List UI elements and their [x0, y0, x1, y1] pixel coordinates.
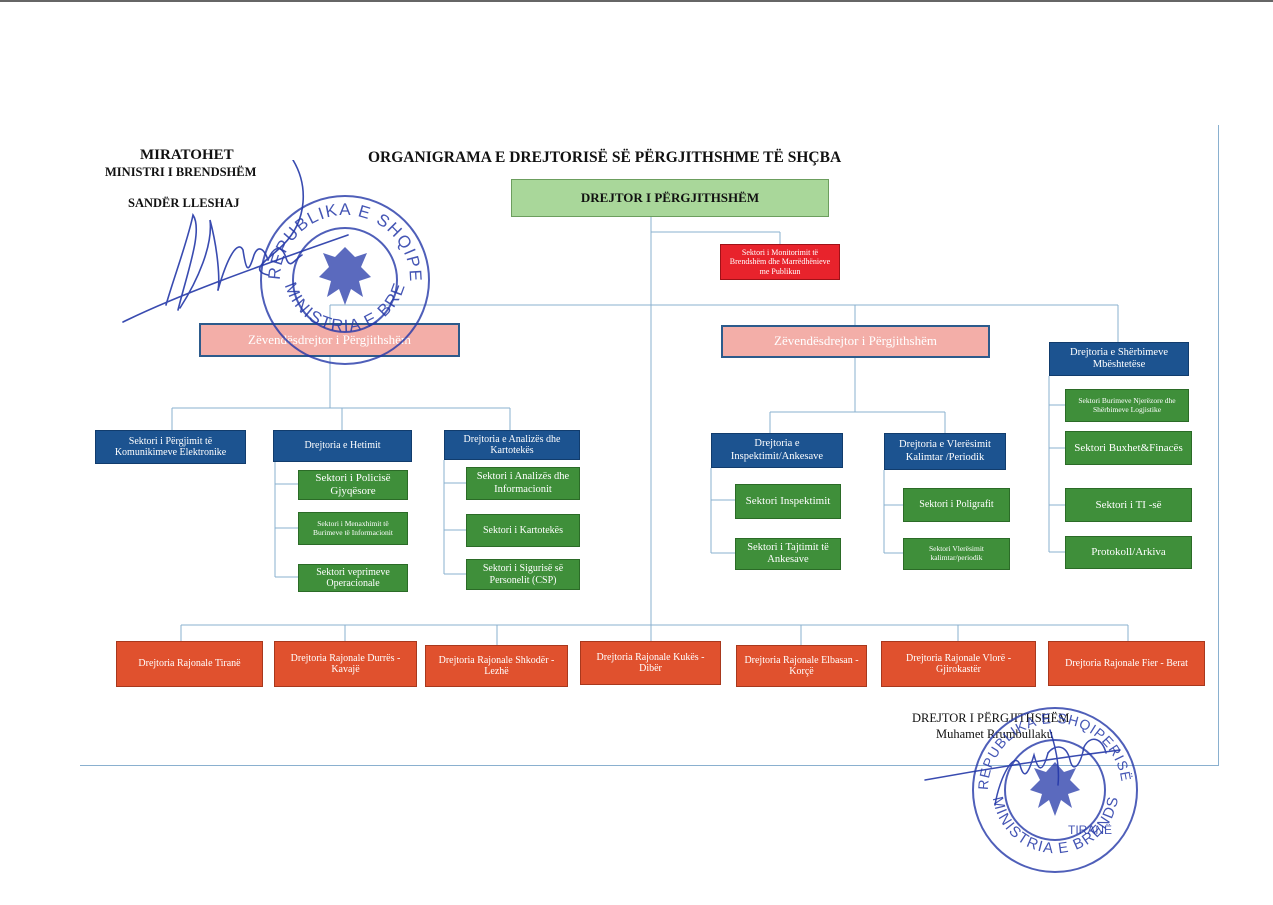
scan-top-edge — [0, 0, 1273, 2]
approval-line-1: MIRATOHET — [140, 147, 234, 163]
page-title: ORGANIGRAMA E DREJTORISË SË PËRGJITHSHME… — [368, 149, 842, 166]
sh-c-ba-seal-right-icon: REPUBLIKA E SHQIPERISË SH.Ç.BA TIRANË MI… — [968, 700, 1138, 873]
minister-signature-icon — [122, 160, 349, 323]
analysis-sector-box: Sektori i Sigurisë së Personelit (CSP) — [466, 559, 580, 590]
support-sector-box: Protokoll/Arkiva — [1065, 536, 1192, 569]
evaluation-directorate-box: Drejtoria e Vlerësimit Kalimtar /Periodi… — [884, 433, 1006, 470]
regional-directorate-box: Drejtoria Rajonale Tiranë — [116, 641, 263, 687]
investigation-directorate-box: Drejtoria e Hetimit — [273, 430, 412, 462]
footer-role: DREJTOR I PËRGJITHSHËM — [912, 711, 1070, 725]
frame-right-line — [1218, 125, 1219, 766]
director-signature-icon — [924, 729, 1121, 806]
support-sector-box: Sektori Buxhet&Finacës — [1065, 431, 1192, 465]
regional-directorate-box: Drejtoria Rajonale Elbasan - Korçë — [736, 645, 867, 687]
inspection-sector-box: Sektori Inspektimit — [735, 484, 841, 519]
investigation-sector-box: Sektori i Menaxhimit të Burimeve të Info… — [298, 512, 408, 545]
regional-directorate-box: Drejtoria Rajonale Kukës - Dibër — [580, 641, 721, 685]
analysis-sector-box: Sektori i Kartotekës — [466, 514, 580, 547]
evaluation-sector-box: Sektori Vlerësimit kalimtar/periodik — [903, 538, 1010, 570]
analysis-sector-box: Sektori i Analizës dhe Informacionit — [466, 467, 580, 500]
seal-right-middle-text: TIRANË — [1068, 823, 1112, 837]
inspection-directorate-box: Drejtoria e Inspektimit/Ankesave — [711, 433, 843, 468]
support-directorate-box: Drejtoria e Shërbimeve Mbështetëse — [1049, 342, 1189, 376]
support-sector-box: Sektori Burimeve Njerëzore dhe Shërbimev… — [1065, 389, 1189, 422]
interception-sector-box: Sektori i Përgjimit të Komunikimeve Elek… — [95, 430, 246, 464]
ministry-seal-left-icon: REPUBLIKA E SHQIPERISË MINISTRIA E BREND… — [255, 185, 430, 365]
investigation-sector-box: Sektori i Policisë Gjyqësore — [298, 470, 408, 500]
deputy-right-box: Zëvendësdrejtor i Përgjithshëm — [721, 325, 990, 358]
monitoring-sector-box: Sektori i Monitorimit të Brendshëm dhe M… — [720, 244, 840, 280]
inspection-sector-box: Sektori i Tajtimit të Ankesave — [735, 538, 841, 570]
regional-directorate-box: Drejtoria Rajonale Vlorë - Gjirokastër — [881, 641, 1036, 687]
investigation-sector-box: Sektori veprimeve Operacionale — [298, 564, 408, 592]
director-box: DREJTOR I PËRGJITHSHËM — [511, 179, 829, 217]
analysis-directorate-box: Drejtoria e Analizës dhe Kartotekës — [444, 430, 580, 460]
support-sector-box: Sektori i TI -së — [1065, 488, 1192, 522]
regional-directorate-box: Drejtoria Rajonale Shkodër - Lezhë — [425, 645, 568, 687]
approval-line-3: SANDËR LLESHAJ — [128, 196, 240, 210]
evaluation-sector-box: Sektori i Poligrafit — [903, 488, 1010, 522]
frame-bottom-line — [80, 765, 1219, 766]
regional-directorate-box: Drejtoria Rajonale Fier - Berat — [1048, 641, 1205, 686]
approval-line-2: MINISTRI I BRENDSHËM — [105, 165, 257, 179]
regional-directorate-box: Drejtoria Rajonale Durrës - Kavajë — [274, 641, 417, 687]
